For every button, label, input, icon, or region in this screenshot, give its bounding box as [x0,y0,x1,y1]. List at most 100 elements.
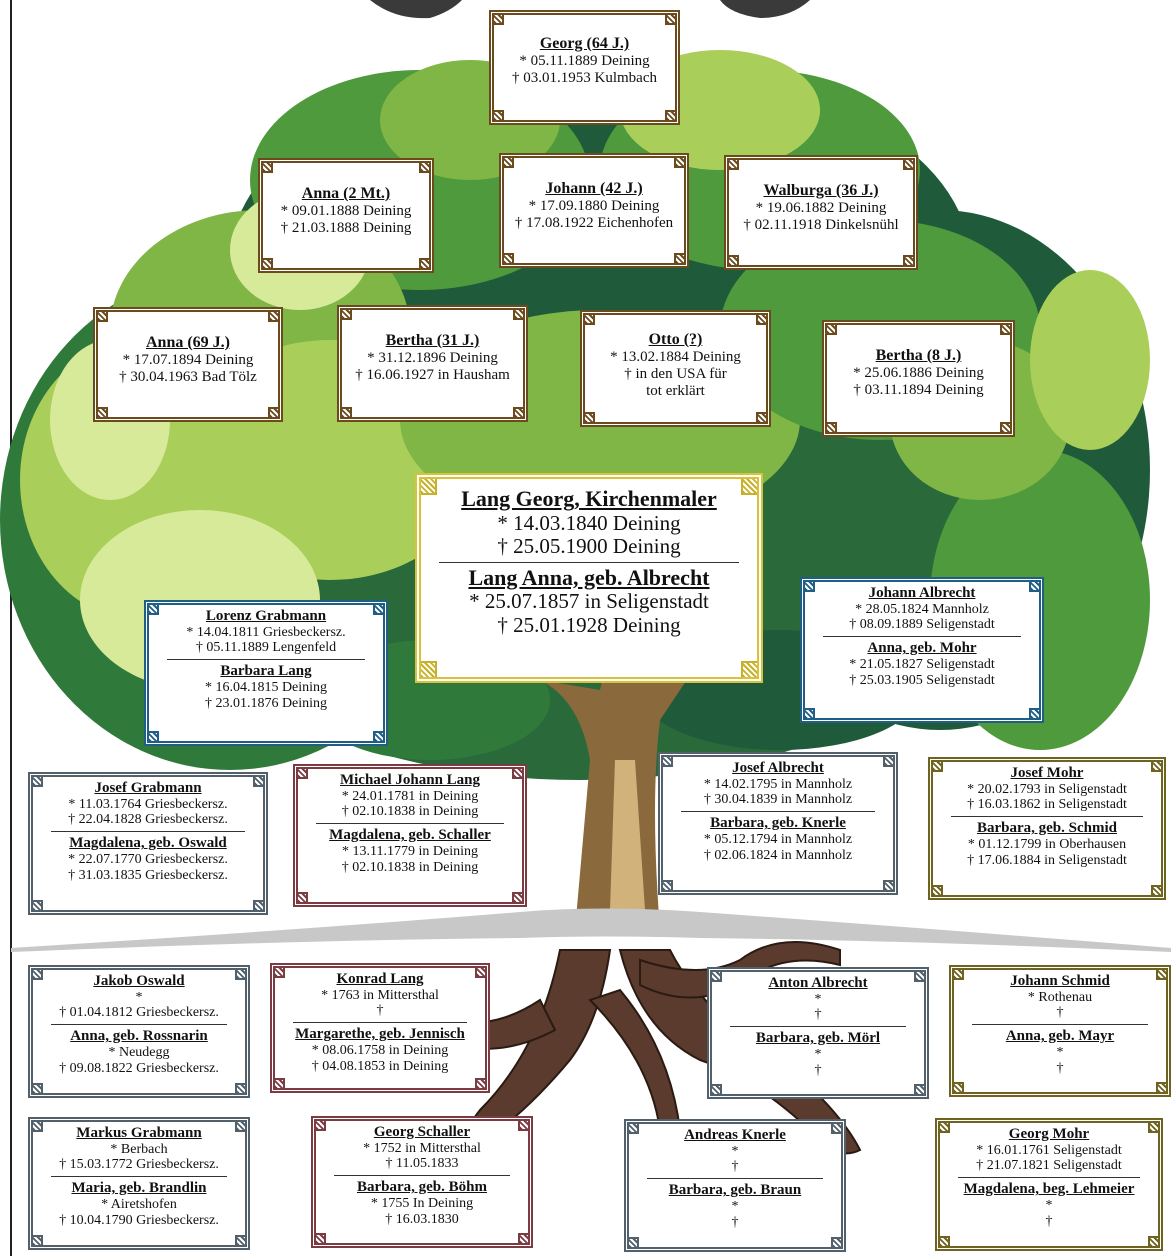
corner-ornament [1029,708,1039,718]
corner-ornament [253,777,263,787]
death-date: † 05.11.1889 Lengenfeld [195,640,337,656]
birth-date: * [814,991,822,1007]
corner-ornament [504,158,514,168]
corner-ornament [741,661,757,677]
child-card-otto: Otto (?) * 13.02.1884 Deining † in den U… [580,310,771,427]
corner-ornament [674,158,684,168]
top-ornament-left [370,0,462,19]
birth-date: * 08.06.1758 in Deining [311,1042,449,1058]
corner-ornament [903,160,913,170]
corner-ornament [268,407,278,417]
couple-divider [730,1026,906,1028]
corner-ornament [316,1121,326,1131]
death-date: † [1056,1060,1064,1076]
corner-ornament [933,762,943,772]
corner-ornament [475,968,485,978]
person-name: Georg (64 J.) [539,35,630,52]
corner-ornament [263,258,273,268]
ground [11,908,1171,952]
death-date: † 03.11.1894 Deining [853,381,984,398]
person-name: Georg Schaller [373,1124,471,1140]
corner-ornament [149,731,159,741]
child-card-johann: Johann (42 J.) * 17.09.1880 Deining † 17… [499,153,689,268]
corner-ornament [494,15,504,25]
ggp-card-oswald-rossnarin: Jakob Oswald * † 01.04.1812 Griesbeckers… [28,965,250,1098]
death-date: † 02.10.1838 in Deining [341,859,479,875]
birth-date: * 1752 in Mittersthal [363,1140,481,1156]
person-name: Josef Albrecht [732,760,824,776]
corner-ornament [33,1235,43,1245]
birth-date: * 25.06.1886 Deining [853,364,984,381]
corner-ornament [954,970,964,980]
birth-date: * 16.04.1815 Deining [204,679,328,695]
corner-ornament [513,310,523,320]
corner-ornament [373,605,383,615]
corner-ornament [940,1123,950,1133]
person-name: Barbara, geb. Böhm [356,1179,487,1196]
birth-date: * 28.05.1824 Mannholz [855,601,989,617]
person-name: Andreas Knerle [684,1127,786,1143]
death-date: † 15.03.1772 Griesbeckersz. [59,1157,219,1173]
corner-ornament [827,325,837,335]
person-name: Walburga (36 J.) [763,182,879,199]
person-name: Magdalena, beg. Lehmeier [963,1181,1135,1198]
birth-date: * 1763 in Mittersthal [321,987,439,1003]
corner-ornament [513,407,523,417]
couple-divider [958,1177,1140,1179]
death-date: † 01.04.1812 Griesbeckersz. [59,1005,219,1021]
death-date: † 30.04.1963 Bad Tölz [119,368,257,385]
corner-ornament [903,255,913,265]
corner-ornament [665,15,675,25]
corner-ornament [629,1237,639,1247]
person-name: Maria, geb. Brandlin [71,1180,207,1197]
birth-date: * 09.01.1888 Deining [280,202,412,219]
corner-ornament [712,1084,722,1094]
death-date: † [1045,1213,1053,1229]
corner-ornament [33,1122,43,1132]
corner-ornament [805,708,815,718]
death-date: † 03.01.1953 Kulmbach [512,69,657,86]
person-name: Anna, geb. Mayr [1005,1028,1115,1045]
death-date: † [376,1003,384,1019]
husband-death: † 25.05.1900 Deining [497,534,681,559]
corner-ornament [665,110,675,120]
trunk-highlight [610,760,645,910]
parents-card-grabmann-lang: Lorenz Grabmann * 14.04.1811 Griesbecker… [144,600,388,746]
birth-date: * 24.01.1781 in Deining [341,788,479,804]
person-name: Johann Albrecht [868,585,976,601]
corner-ornament [1156,970,1166,980]
corner-ornament [954,1082,964,1092]
corner-ornament [1029,582,1039,592]
death-date: † 22.04.1828 Griesbeckersz. [68,812,228,828]
death-date: † 21.07.1821 Seligenstadt [976,1158,1122,1174]
main-couple-card: Lang Georg, Kirchenmaler * 14.03.1840 De… [415,473,763,683]
couple-divider [647,1178,823,1180]
birth-date: * 31.12.1896 Deining [367,349,498,366]
grandparents-card-lang-schaller: Michael Johann Lang * 24.01.1781 in Dein… [293,764,527,907]
couple-divider [51,1024,227,1026]
death-date: † [814,1062,822,1078]
ggp-card-lang-jennisch: Konrad Lang * 1763 in Mittersthal † Marg… [270,963,490,1093]
corner-ornament [585,315,595,325]
corner-ornament [419,258,429,268]
birth-date: * 14.02.1795 in Mannholz [703,776,853,792]
corner-ornament [298,892,308,902]
person-name: Magdalena, geb. Schaller [329,827,491,844]
death-date: † 10.04.1790 Griesbeckersz. [59,1212,219,1228]
corner-ornament [373,731,383,741]
couple-divider [334,1175,510,1177]
corner-ornament [518,1233,528,1243]
corner-ornament [1148,1123,1158,1133]
child-card-walburga: Walburga (36 J.) * 19.06.1882 Deining † … [724,155,918,270]
corner-ornament [1148,1236,1158,1246]
corner-ornament [235,1122,245,1132]
ggp-card-knerle-braun: Andreas Knerle * † Barbara, geb. Braun *… [624,1119,846,1252]
person-name: Bertha (8 J.) [875,347,962,364]
birth-date: * 17.07.1894 Deining [122,351,254,368]
corner-ornament [729,160,739,170]
person-name: Barbara Lang [220,663,312,680]
person-name: Anna, geb. Mohr [867,640,977,657]
grandparents-card-albrecht-knerle: Josef Albrecht * 14.02.1795 in Mannholz … [658,752,898,895]
corner-ornament [33,970,43,980]
death-date: † 16.03.1862 in Seligenstadt [967,797,1127,813]
